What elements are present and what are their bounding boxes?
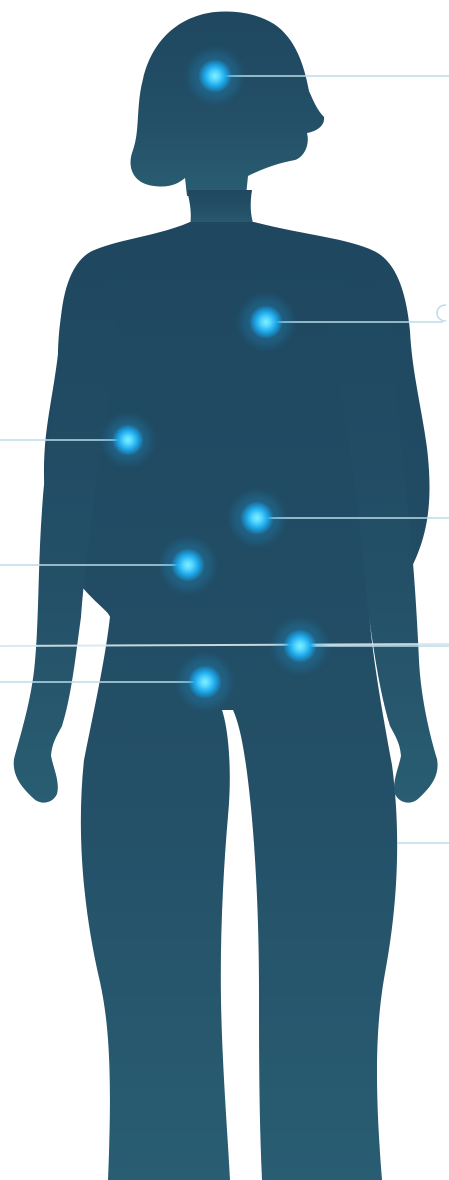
hotspot-upper-chest[interactable]: [241, 297, 291, 347]
hotspot-right-hip-dot[interactable]: [283, 629, 317, 663]
hotspot-upper-chest-dot[interactable]: [249, 305, 283, 339]
hotspot-left-side-waist-dot[interactable]: [112, 424, 144, 456]
hotspot-mid-abdomen-dot[interactable]: [240, 501, 274, 535]
hotspot-mid-abdomen[interactable]: [232, 493, 282, 543]
hotspot-head-dot[interactable]: [198, 59, 232, 93]
hotspot-lower-abdomen-left[interactable]: [163, 540, 213, 590]
right-edge-arc-mark: [437, 305, 446, 321]
hotspot-left-side-waist[interactable]: [105, 417, 151, 463]
hotspot-lower-abdomen-left-dot[interactable]: [171, 548, 205, 582]
neck-shape: [187, 190, 254, 226]
female-silhouette: [14, 12, 438, 1180]
hotspot-right-hip[interactable]: [275, 621, 325, 671]
head-shape: [131, 12, 325, 197]
hotspot-pelvis[interactable]: [180, 657, 230, 707]
hotspot-head[interactable]: [190, 51, 240, 101]
hotspot-pelvis-dot[interactable]: [188, 665, 222, 699]
